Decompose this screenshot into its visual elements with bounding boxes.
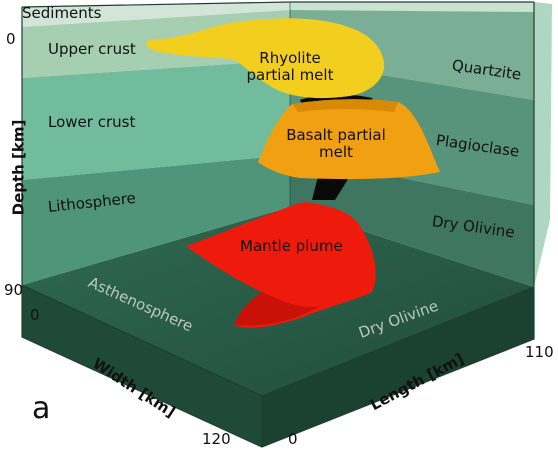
- length-tick-0: 0: [288, 430, 298, 448]
- layer-label-lower-crust: Lower crust: [48, 113, 136, 131]
- mantle-plume-label: Mantle plume: [240, 237, 343, 255]
- lower-conduit: [312, 173, 350, 200]
- depth-tick-0: 0: [6, 30, 16, 48]
- slab-front-left-face: [22, 285, 262, 447]
- mantle-plume-body: [186, 202, 376, 328]
- rhyolite-label: Rhyolite partial melt: [246, 49, 334, 85]
- slab-front-right-face: [262, 287, 534, 447]
- right-edge-strip: [534, 2, 552, 287]
- left-wall-lower-crust: [22, 60, 290, 180]
- width-tick-120: 120: [202, 430, 231, 448]
- depth-tick-90: 90: [4, 281, 24, 299]
- left-wall-sediments: [22, 2, 290, 27]
- panel-label: a: [32, 391, 51, 426]
- basalt-label: Basalt partial melt: [286, 126, 386, 162]
- depth-axis-label: Depth [km]: [9, 119, 28, 216]
- layer-label-sediments: Sediments: [22, 4, 102, 22]
- basalt-body: [258, 99, 440, 180]
- right-wall-sediments: [290, 2, 534, 12]
- width-tick-0: 0: [30, 306, 40, 324]
- rhyolite-body: [146, 18, 385, 99]
- right-wall-dry-olivine: [290, 155, 534, 287]
- basalt-cap-rim: [292, 99, 398, 112]
- left-wall-lithosphere: [22, 155, 290, 285]
- layer-label-upper-crust: Upper crust: [48, 40, 136, 58]
- mantle-plume-shadow: [234, 292, 320, 326]
- length-tick-110: 110: [525, 343, 554, 361]
